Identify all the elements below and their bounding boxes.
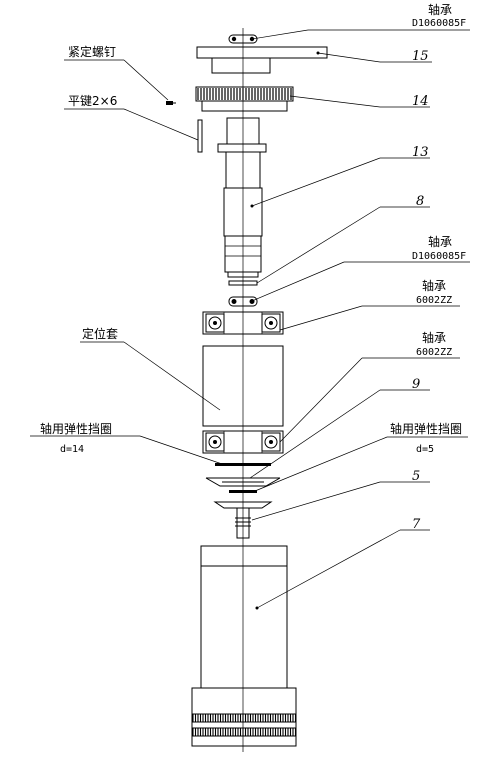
leader-lines xyxy=(30,29,470,610)
label-bearing-mid-name: 轴承 xyxy=(428,234,452,249)
label-part-7: 7 xyxy=(412,517,421,532)
label-bearing-top-code: D1060085F xyxy=(412,18,466,29)
part-7-motor xyxy=(191,545,297,747)
label-part-5: 5 xyxy=(412,469,420,484)
label-bearing-6002-upper-code: 6002ZZ xyxy=(416,295,452,306)
label-circlip-left-size: d=14 xyxy=(60,444,84,455)
label-part-13: 13 xyxy=(412,145,429,160)
part-15-plate xyxy=(196,46,328,74)
part-13-shaft xyxy=(217,117,267,278)
label-part-14: 14 xyxy=(412,94,429,109)
label-bearing-6002-upper-name: 轴承 xyxy=(422,278,446,293)
label-circlip-right-name: 轴用弹性挡圈 xyxy=(390,421,462,436)
label-set-screw: 紧定螺钉 xyxy=(68,44,116,59)
bearing-6002-upper xyxy=(202,311,284,335)
label-bearing-6002-lower-name: 轴承 xyxy=(422,330,446,345)
set-screw xyxy=(166,101,176,105)
part-5-spindle xyxy=(213,501,273,539)
label-spacer-sleeve: 定位套 xyxy=(82,326,118,341)
circlip-d5 xyxy=(229,490,257,493)
part-14-gear xyxy=(195,86,294,112)
part-9-cup xyxy=(205,477,281,487)
label-circlip-right-size: d=5 xyxy=(416,444,434,455)
label-part-8: 8 xyxy=(416,194,424,209)
label-flat-key: 平键2×6 xyxy=(68,94,117,108)
label-part-9: 9 xyxy=(412,377,420,392)
label-bearing-mid-code: D1060085F xyxy=(412,251,466,262)
flat-key xyxy=(197,119,203,153)
circlip-d14 xyxy=(215,463,271,466)
label-bearing-6002-lower-code: 6002ZZ xyxy=(416,347,452,358)
label-part-15: 15 xyxy=(412,49,429,64)
spacer-sleeve xyxy=(202,345,284,427)
label-bearing-top-name: 轴承 xyxy=(428,2,452,17)
label-circlip-left-name: 轴用弹性挡圈 xyxy=(40,421,112,436)
